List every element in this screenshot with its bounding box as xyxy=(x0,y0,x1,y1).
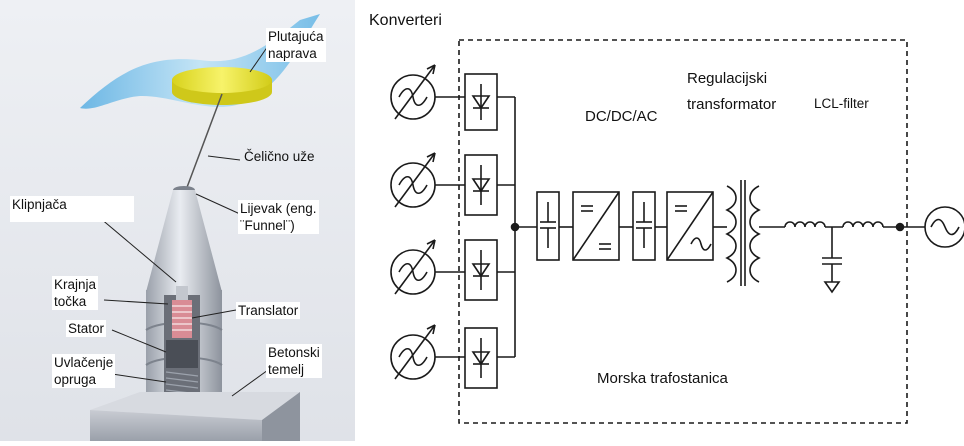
electrical-diagram: Konverteri DC/DC/AC Regulacijski transfo… xyxy=(355,0,964,441)
substation-boundary xyxy=(458,39,908,424)
steel-rope xyxy=(185,93,223,191)
lcl-filter xyxy=(784,221,900,294)
capacitor-block-1 xyxy=(536,191,573,261)
rectifier-1 xyxy=(464,73,498,131)
label-floating-device: Plutajuća naprava xyxy=(266,28,326,62)
label-funnel-line2: ¨Funnel¨) xyxy=(240,218,295,233)
rectifier-2 xyxy=(464,154,498,216)
dc-dc-converter xyxy=(572,191,633,261)
label-converters: Konverteri xyxy=(369,12,442,29)
label-funnel: Lijevak (eng. ¨Funnel¨) xyxy=(238,200,319,234)
regulating-transformer xyxy=(725,180,785,286)
label-end-point-line1: Krajnja xyxy=(54,277,97,292)
label-floating-device-line1: Plutajuća xyxy=(268,29,324,44)
label-offshore-substation: Morska trafostanica xyxy=(597,370,728,387)
ac-grid-source xyxy=(924,206,964,248)
capacitor-block-2 xyxy=(632,191,667,261)
label-lcl-filter: LCL-filter xyxy=(814,96,869,111)
label-spring: Uvlačenje opruga xyxy=(52,354,116,388)
funnel xyxy=(146,186,222,292)
floating-device xyxy=(172,67,272,105)
label-end-point-line2: točka xyxy=(54,294,87,309)
label-foundation-line2: temelj xyxy=(268,362,305,377)
label-floating-device-line2: naprava xyxy=(268,46,317,61)
label-translator: Translator xyxy=(236,302,301,319)
generator-symbol-3 xyxy=(390,239,465,295)
generator-symbol-4 xyxy=(390,324,465,380)
label-regulating-transformer: Regulacijski transformator xyxy=(687,66,776,118)
generator-illustration: Plutajuća naprava Čelično uže Klipnjača … xyxy=(0,0,355,441)
label-end-point: Krajnja točka xyxy=(52,276,99,310)
stator-part xyxy=(166,340,198,368)
leader-lines xyxy=(99,45,269,397)
concrete-foundation xyxy=(90,392,300,441)
label-transformer-line1: Regulacijski xyxy=(687,70,768,87)
translator-part xyxy=(172,300,192,338)
dc-ac-inverter xyxy=(666,191,727,261)
bus-junction-dot xyxy=(510,222,520,232)
circuit-drawing xyxy=(390,39,964,424)
label-steel-rope: Čelično uže xyxy=(244,149,315,164)
generator-housing xyxy=(145,286,223,400)
label-dc-dc-ac: DC/DC/AC xyxy=(585,108,658,125)
label-stator: Stator xyxy=(66,320,107,337)
label-concrete-foundation: Betonski temelj xyxy=(266,344,322,378)
label-spring-line1: Uvlačenje xyxy=(54,355,114,370)
label-transformer-line2: transformator xyxy=(687,96,777,113)
label-spring-line2: opruga xyxy=(54,372,97,387)
label-foundation-line1: Betonski xyxy=(268,345,320,360)
label-piston-rod: Klipnjača xyxy=(10,196,134,222)
grid-junction-dot xyxy=(895,222,905,232)
generator-symbol-1 xyxy=(390,64,465,120)
generator-symbol-2 xyxy=(390,152,465,208)
label-funnel-line1: Lijevak (eng. xyxy=(240,201,317,216)
rectifier-3 xyxy=(464,239,498,301)
rectifier-4 xyxy=(464,327,498,389)
